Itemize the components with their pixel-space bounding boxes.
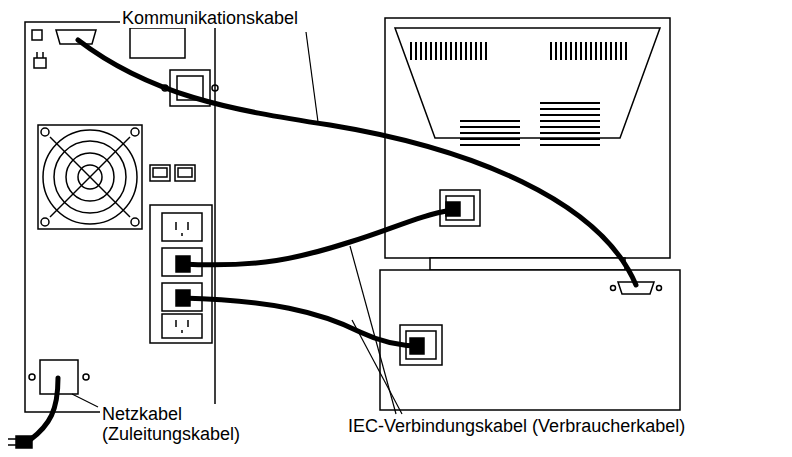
cable-label: IEC-Verbindungskabel (Verbraucherkabel) [346,416,687,436]
cable-label: Kommunikationskabel [120,8,300,28]
cable-label: Netzkabel (Zuleitungskabel) [100,404,269,444]
